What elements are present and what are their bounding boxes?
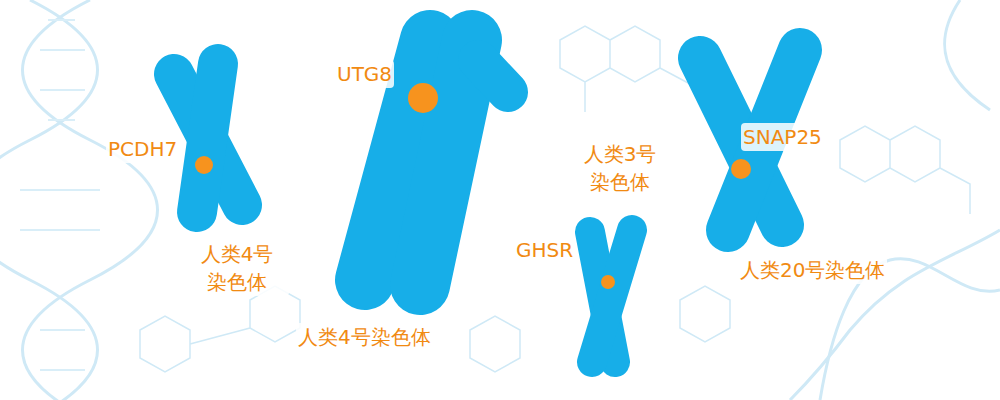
dna-rung — [48, 119, 75, 121]
dna-rung — [40, 89, 85, 91]
hex-network — [840, 126, 970, 214]
chromatid — [197, 64, 218, 212]
chromosome-label: 人类4号染色体 — [296, 323, 433, 351]
dna-rung — [20, 229, 100, 231]
chromosome — [174, 64, 242, 212]
dna-rungs — [20, 20, 100, 370]
gene-label: UTG8 — [335, 60, 394, 88]
dna-strand — [945, 0, 990, 110]
gene-label: PCDH7 — [106, 135, 179, 163]
chromatid — [420, 40, 472, 285]
dna-rung — [40, 49, 85, 51]
chromosome — [590, 230, 632, 362]
chromosome-label: 人类4号 染色体 — [185, 240, 289, 296]
chromatid — [478, 60, 508, 92]
dna-rung — [40, 369, 85, 371]
gene-label: GHSR — [514, 236, 575, 264]
chromosome-label: 人类20号染色体 — [738, 256, 887, 284]
hex-network — [560, 26, 690, 112]
dna-rung — [40, 329, 85, 331]
chromosome-label: 人类3号 染色体 — [568, 140, 672, 196]
hex-network — [140, 286, 300, 372]
dna-rung — [20, 189, 100, 191]
dna-rung — [48, 19, 75, 21]
gene-dot — [731, 159, 751, 179]
gene-label: SNAP25 — [741, 123, 824, 151]
dna-strand — [0, 0, 98, 400]
gene-dot — [408, 83, 438, 113]
gene-dot — [195, 156, 213, 174]
dna-strand — [23, 0, 158, 400]
chromatid — [592, 230, 632, 362]
gene-dot — [601, 275, 615, 289]
